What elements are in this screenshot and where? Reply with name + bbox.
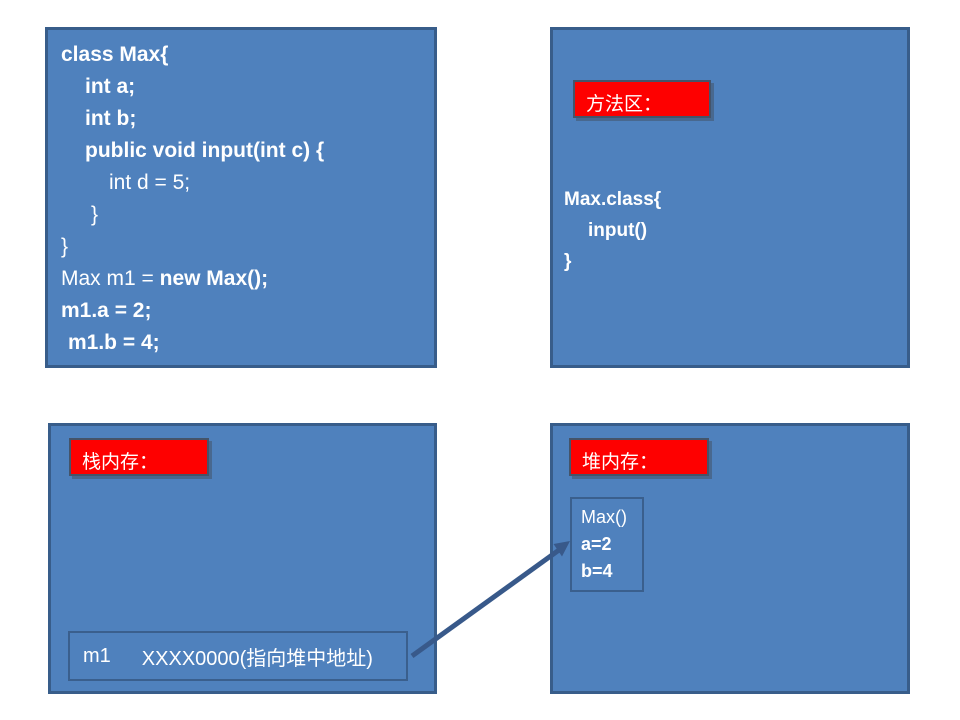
code-text: Max.class{ xyxy=(564,189,662,210)
code-text: class Max{ xyxy=(61,43,169,66)
code-line: Max.class{ xyxy=(564,184,661,215)
code-line: } xyxy=(61,199,434,231)
code-line: m1.a = 2; xyxy=(61,295,434,327)
code-text: Max m1 = xyxy=(61,267,160,290)
heap-object-box: Max() a=2 b=4 xyxy=(570,497,644,592)
code-text: m1.b = 4; xyxy=(68,331,160,354)
code-text: int b; xyxy=(85,107,137,130)
code-text: int a; xyxy=(85,75,136,98)
code-text: m1.a = 2; xyxy=(61,299,152,322)
code-line: public void input(int c) { xyxy=(61,135,434,167)
code-line: class Max{ xyxy=(61,39,434,71)
code-line: } xyxy=(61,231,434,263)
heap-memory-panel: 堆内存： Max() a=2 b=4 xyxy=(550,423,910,694)
code-text-bold: new Max(); xyxy=(159,267,269,290)
variable-name: m1 xyxy=(83,644,111,667)
code-text: } xyxy=(564,251,572,272)
java-code-block: class Max{ int a; int b; public void inp… xyxy=(48,30,434,359)
code-text: int d = 5; xyxy=(109,171,191,194)
method-area-panel: 方法区： Max.class{ input() } xyxy=(550,27,910,368)
heap-object-line: Max() xyxy=(581,507,627,527)
stack-memory-panel: 栈内存： m1 XXXX0000(指向堆中地址) xyxy=(48,423,437,694)
code-text: } xyxy=(61,235,69,258)
code-line: int a; xyxy=(61,71,434,103)
heap-memory-label: 堆内存： xyxy=(569,438,709,476)
code-line: Max m1 = new Max(); xyxy=(61,263,434,295)
variable-value: XXXX0000(指向堆中地址) xyxy=(141,647,373,670)
stack-variable-slot: m1 XXXX0000(指向堆中地址) xyxy=(68,631,408,681)
code-line: int d = 5; xyxy=(61,167,434,199)
java-code-panel: class Max{ int a; int b; public void inp… xyxy=(45,27,437,368)
code-line: m1.b = 4; xyxy=(61,327,434,359)
code-line: } xyxy=(564,246,661,277)
code-text: public void input(int c) { xyxy=(85,139,325,162)
code-line: int b; xyxy=(61,103,434,135)
code-text: } xyxy=(91,203,99,226)
stack-memory-label: 栈内存： xyxy=(69,438,209,476)
heap-object-line: b=4 xyxy=(581,561,613,581)
method-area-code: Max.class{ input() } xyxy=(564,184,661,277)
method-area-label: 方法区： xyxy=(573,80,711,118)
code-text: input() xyxy=(588,220,648,241)
code-line: input() xyxy=(564,215,661,246)
heap-object-line: a=2 xyxy=(581,534,612,554)
